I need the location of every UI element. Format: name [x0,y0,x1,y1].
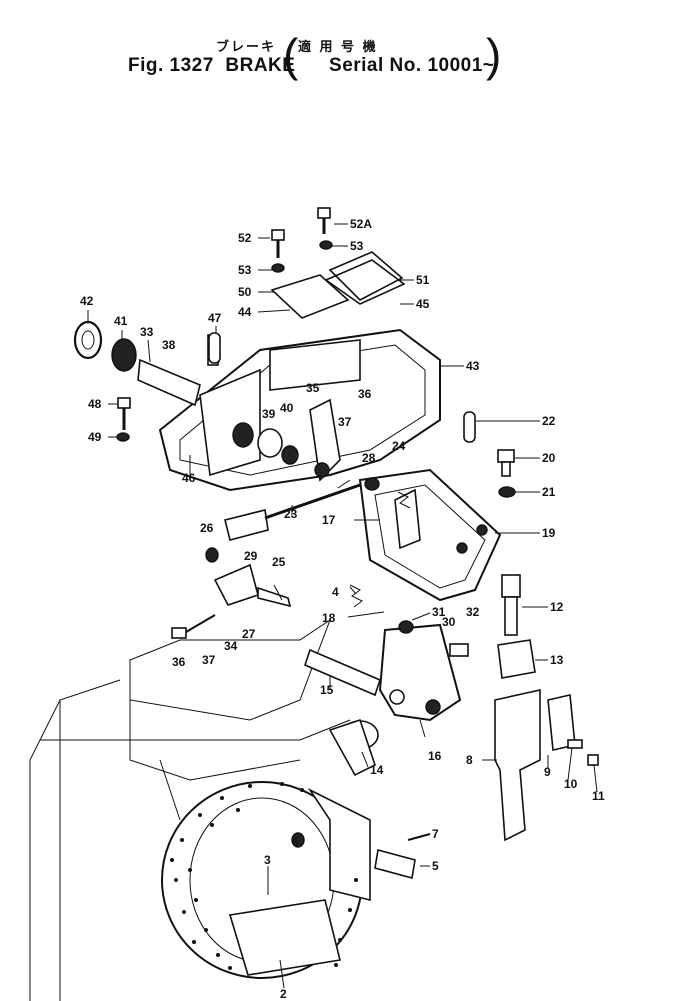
label-35: 35 [306,381,320,395]
label-8: 8 [466,753,473,767]
fig-name: BRAKE [225,55,296,76]
label-4: 4 [332,585,339,599]
brake-band [161,781,371,979]
label-52a: 52A [350,217,372,231]
label-29: 29 [244,549,258,563]
label-36b: 36 [172,655,186,669]
label-9: 9 [544,765,551,779]
label-24: 24 [392,439,406,453]
fig-number: Fig. 1327 [128,55,214,76]
label-36a: 36 [358,387,372,401]
label-47: 47 [208,311,222,325]
label-37a: 37 [338,415,352,429]
label-17: 17 [322,513,336,527]
inspection-covers [270,251,406,319]
label-26: 26 [200,521,214,535]
label-27: 27 [242,627,256,641]
label-16: 16 [428,749,442,763]
label-13: 13 [550,653,564,667]
label-28: 28 [362,451,376,465]
label-41: 41 [114,314,128,328]
japanese-serial: 適 用 号 機 [298,36,378,55]
label-14: 14 [370,763,384,777]
brake-housing-cover [158,328,441,492]
label-53a: 53 [350,239,364,253]
label-48: 48 [88,397,102,411]
label-44: 44 [238,305,252,319]
label-39: 39 [262,407,276,421]
adjusting-rod [494,689,599,842]
part-labels: 52 52A 53 53 50 44 51 45 43 42 41 33 38 … [80,217,605,1001]
japanese-title-text: ブレーキ [216,40,277,55]
pin-5 [349,491,431,880]
left-linkage [171,483,361,639]
label-38: 38 [162,338,176,352]
label-11: 11 [592,789,605,803]
label-21: 21 [542,485,556,499]
label-42: 42 [80,294,94,308]
label-15: 15 [320,683,334,697]
label-32: 32 [466,605,480,619]
label-20: 20 [542,451,556,465]
label-6: 6 [292,835,299,849]
serial-number: Serial No. 10001~ [329,55,495,76]
label-53b: 53 [238,263,252,277]
label-12: 12 [550,600,564,614]
label-3: 3 [264,853,271,867]
label-51: 51 [416,273,430,287]
label-25: 25 [272,555,286,569]
label-19: 19 [542,526,556,540]
label-5: 5 [432,859,439,873]
label-2: 2 [280,987,287,1001]
label-33: 33 [140,325,154,339]
bolt-20 [497,449,516,498]
label-22: 22 [542,414,556,428]
japanese-serial-text: 適 用 号 機 [298,40,378,55]
serial-paren-open: ( [283,29,299,81]
label-40: 40 [280,401,294,415]
lever-16 [304,623,462,777]
label-30: 30 [442,615,456,629]
label-46: 46 [182,471,196,485]
label-49: 49 [88,430,102,444]
label-7: 7 [432,827,439,841]
label-50: 50 [238,285,252,299]
top-bolts [271,207,333,273]
label-45: 45 [416,297,430,311]
label-18: 18 [322,611,336,625]
pins [208,332,476,443]
small-washers [116,397,469,848]
label-43: 43 [466,359,480,373]
chassis-outline [29,618,351,1001]
adjuster [497,574,536,679]
label-37b: 37 [202,653,216,667]
bracket [358,468,502,602]
leader-lines [87,223,598,989]
serial-paren-close: ) [486,29,502,81]
label-10: 10 [564,777,578,791]
label-34: 34 [224,639,238,653]
figure-title: Fig. 1327 BRAKE Serial No. 10001~ [128,55,494,77]
label-31: 31 [432,605,446,619]
label-23: 23 [284,507,298,521]
japanese-title: ブレーキ [216,36,276,55]
label-52: 52 [238,231,252,245]
